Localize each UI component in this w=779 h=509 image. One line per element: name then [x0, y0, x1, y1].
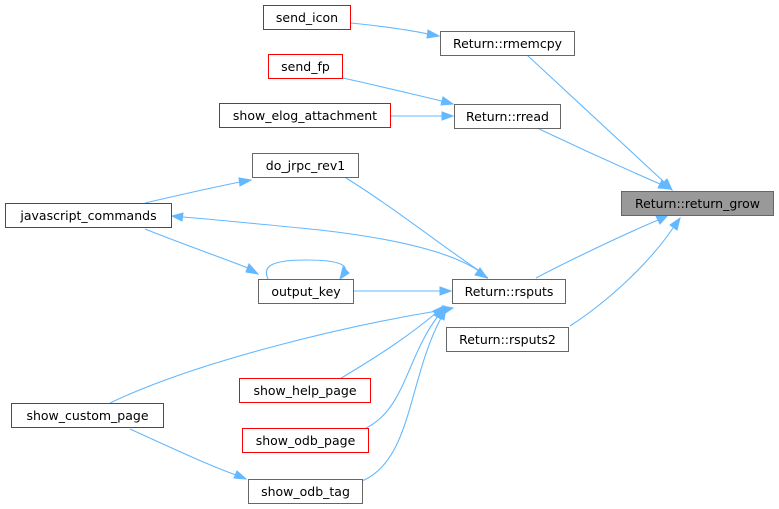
node-send-fp-label: send_fp	[281, 59, 330, 74]
edge-javascript-commands-to-do-jrpc-rev1	[144, 177, 253, 204]
node-return-rmemcpy[interactable]: Return::rmemcpy	[440, 31, 575, 56]
node-output-key[interactable]: output_key	[258, 279, 354, 304]
node-send-icon[interactable]: send_icon	[263, 5, 351, 30]
edge-rread-to-return-grow	[536, 127, 672, 190]
edge-show-elog-attachment-to-rread	[391, 111, 455, 121]
edge-show-odb-tag-to-rsputs	[361, 306, 447, 482]
node-javascript-commands[interactable]: javascript_commands	[5, 203, 172, 228]
node-show-odb-tag[interactable]: show_odb_tag	[248, 479, 363, 504]
node-show-elog-attachment[interactable]: show_elog_attachment	[219, 103, 391, 128]
node-return-rsputs-label: Return::rsputs	[465, 284, 554, 299]
node-return-rsputs2[interactable]: Return::rsputs2	[446, 327, 569, 352]
node-send-fp[interactable]: send_fp	[268, 54, 343, 79]
node-return-rmemcpy-label: Return::rmemcpy	[453, 36, 563, 51]
node-return-rsputs2-label: Return::rsputs2	[459, 332, 556, 347]
node-show-odb-page[interactable]: show_odb_page	[242, 428, 369, 453]
edge-send-icon-to-rmemcpy	[350, 22, 441, 39]
node-output-key-label: output_key	[271, 284, 341, 299]
node-return-rread-label: Return::rread	[466, 109, 549, 124]
node-show-help-page-label: show_help_page	[253, 383, 356, 398]
edge-output-key-to-rsputs	[354, 286, 453, 296]
node-return-rread[interactable]: Return::rread	[454, 104, 561, 129]
node-show-odb-tag-label: show_odb_tag	[261, 484, 350, 499]
edge-rsputs-to-javascript-commands	[170, 212, 489, 279]
node-return-return-grow-label: Return::return_grow	[635, 196, 760, 211]
node-show-custom-page[interactable]: show_custom_page	[11, 403, 164, 428]
node-return-return-grow[interactable]: Return::return_grow	[621, 191, 774, 216]
edge-rsputs2-to-return-grow	[569, 216, 681, 327]
edge-output-key-self-loop	[265, 259, 350, 281]
node-do-jrpc-rev1[interactable]: do_jrpc_rev1	[252, 153, 359, 178]
node-return-rsputs[interactable]: Return::rsputs	[452, 279, 566, 304]
node-show-help-page[interactable]: show_help_page	[239, 378, 371, 403]
edge-rsputs-to-return-grow	[535, 214, 670, 279]
node-javascript-commands-label: javascript_commands	[19, 208, 156, 223]
edge-show-odb-page-to-rsputs	[361, 305, 445, 431]
node-show-custom-page-label: show_custom_page	[26, 408, 148, 423]
node-show-odb-page-label: show_odb_page	[256, 433, 356, 448]
edge-show-custom-page-to-show-odb-tag	[129, 428, 248, 480]
edge-javascript-commands-to-output-key	[144, 228, 260, 275]
node-show-elog-attachment-label: show_elog_attachment	[233, 108, 377, 123]
edge-send-fp-to-rread	[342, 77, 455, 106]
node-send-icon-label: send_icon	[276, 10, 338, 25]
edge-show-help-page-to-rsputs	[337, 304, 446, 381]
node-do-jrpc-rev1-label: do_jrpc_rev1	[266, 158, 345, 173]
